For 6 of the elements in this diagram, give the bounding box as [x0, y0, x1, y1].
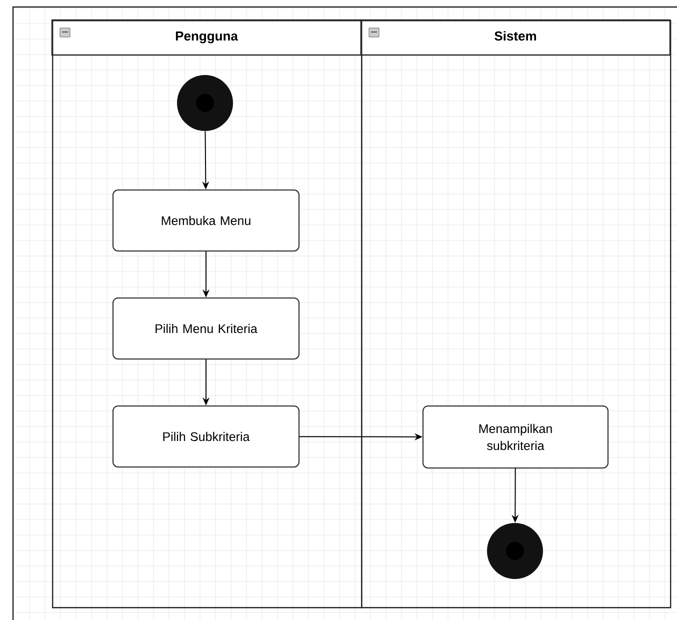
start-node	[177, 75, 233, 131]
end-node	[487, 523, 543, 579]
activity-box: Membuka Menu	[112, 190, 300, 252]
activity-box: Pilih Subkriteria	[112, 406, 300, 468]
activity-box: Pilih Menu Kriteria	[112, 298, 300, 360]
activity-box: Menampilkan subkriteria	[422, 406, 608, 468]
